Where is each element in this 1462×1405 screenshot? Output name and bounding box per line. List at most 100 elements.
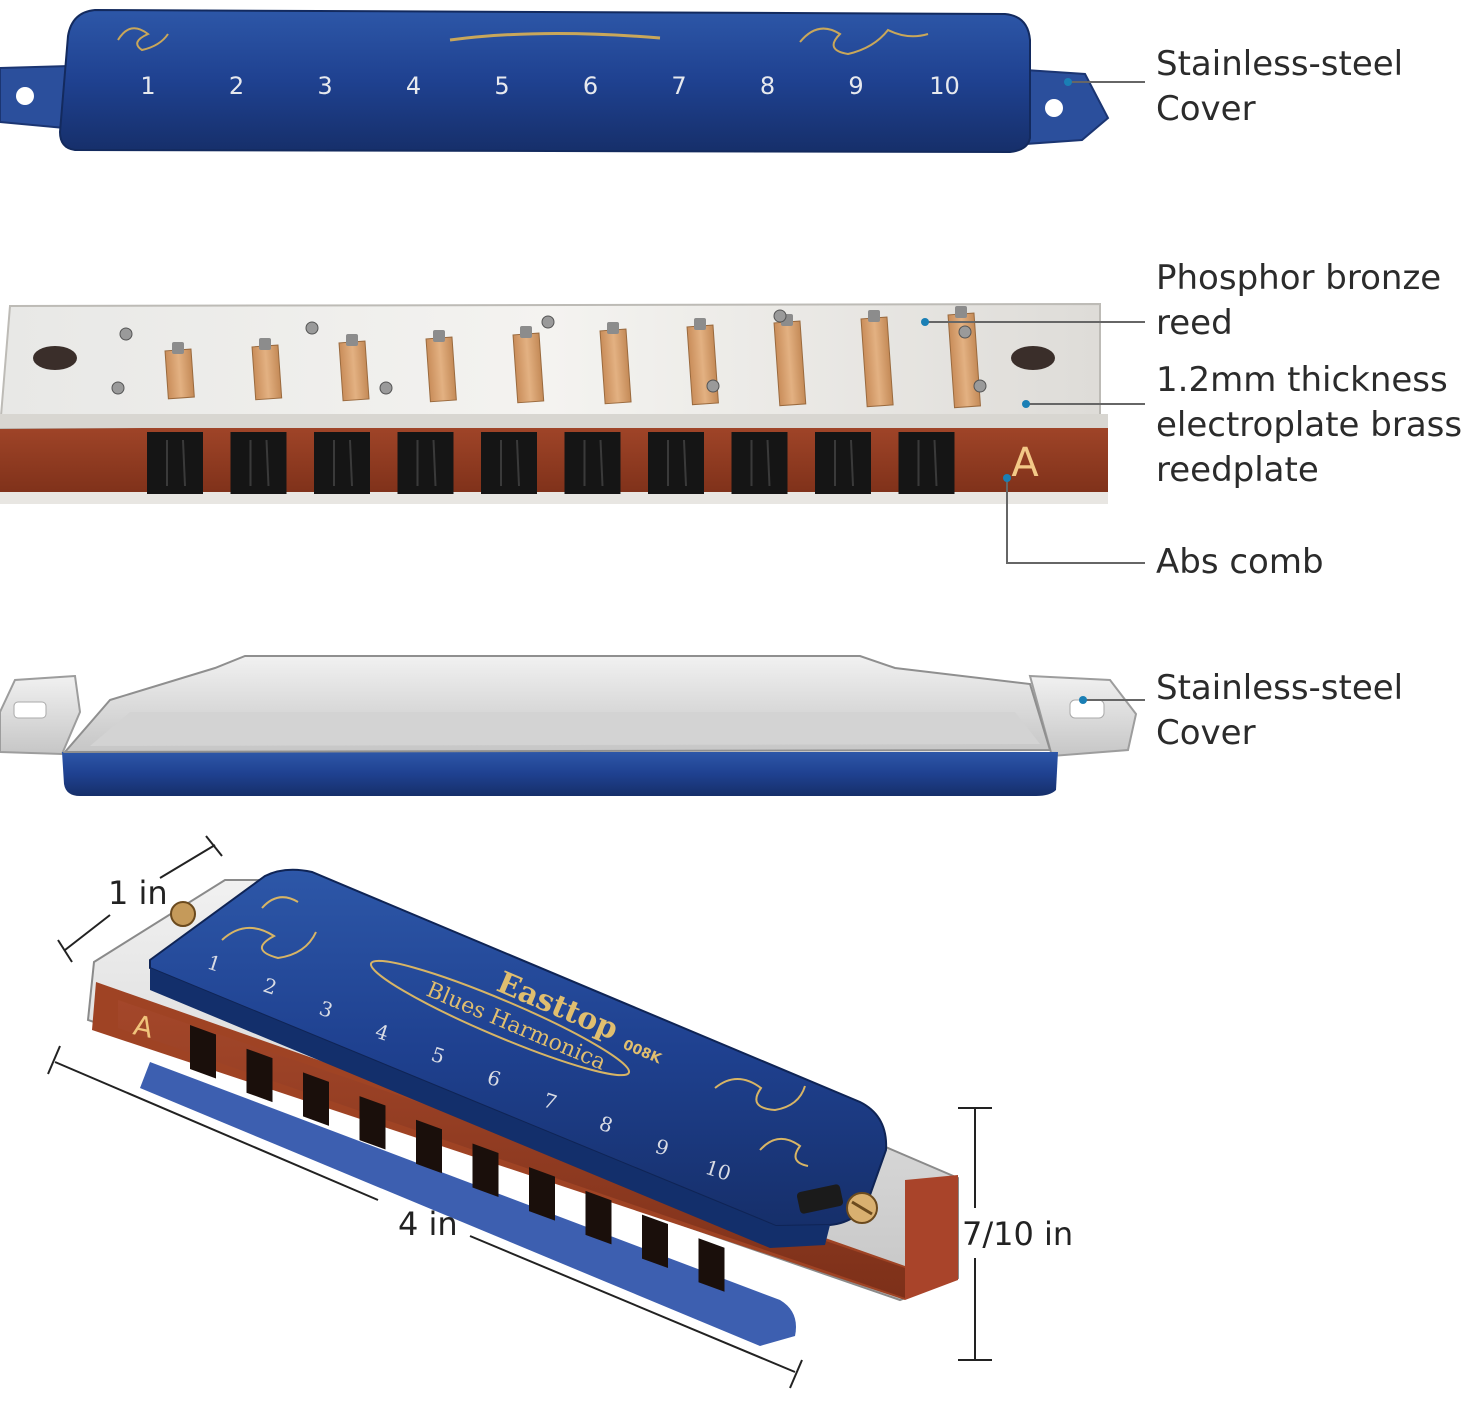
bottom-cover-right-slot [1069,699,1105,719]
reedplate-right-hole [1011,346,1055,370]
assembled-engraving-right [714,1078,809,1167]
reed [599,328,632,405]
plate-rivet [706,379,720,393]
top-cover-left-tab [0,64,72,130]
assembled-bottom-cover [140,1062,796,1346]
reed [773,320,807,407]
comb-key-letter: A [1011,440,1039,486]
callout-comb: Abs comb [1156,540,1324,585]
reedplate-lower-edge [0,492,1108,504]
top-cover-hole-number: 4 [406,72,421,100]
reed-rivet [955,306,967,318]
plate-rivet [119,327,133,341]
reed-rivet [868,310,880,322]
callout-comb-line1: Abs comb [1156,542,1324,582]
comb-hole-divider [583,439,604,487]
assembled-comb-strip [118,1000,905,1298]
comb-hole-divider [667,439,687,487]
assembled-comb-hole [642,1214,668,1269]
top-cover-hole-number: 3 [317,72,332,100]
plate-rivet [111,381,125,395]
reed-assembly: A [0,302,1108,504]
reed-rivet [433,330,445,342]
comb-hole [397,432,454,494]
callout-dot-top-cover [1064,78,1072,86]
plate-rivet [305,321,319,335]
callout-top-cover: Stainless-steel Cover [1156,42,1403,132]
assembled-comb-hole [698,1238,725,1292]
bottom-cover-blue-rim [62,752,1058,796]
comb-hole [147,432,203,494]
depth-dimension-label: 1 in [108,874,168,912]
assembled-harmonica: A Easttop Blues Harmonica 008K 123456789… [86,868,959,1346]
depth-dimension-line-a [64,914,111,951]
reedplate-rivets [111,309,987,395]
assembled-comb-hole [472,1143,499,1197]
plate-rivet [379,381,393,395]
assembled-comb-hole [416,1119,442,1174]
reed-rivet [694,318,706,330]
callout-bottom-cover-line2: Cover [1156,713,1256,753]
leader-comb [1006,478,1145,564]
assembled-center-ornament [369,959,631,1077]
assembled-comb-hole [303,1072,329,1126]
top-cover-engraving-left [117,27,169,52]
bottom-cover-left-slot [13,701,47,719]
callout-top-cover-line1: Stainless-steel [1156,44,1404,84]
length-dimension-line-b [469,1235,796,1373]
callout-top-cover-line2: Cover [1156,89,1256,129]
top-cover-right-screw-hole [1045,99,1063,117]
callout-reedplate-line2: electroplate brass [1156,405,1462,445]
reed [512,332,545,404]
comb-hole-divider [500,439,520,487]
dimension-lines: 1 in 4 in 7/10 in [47,835,1073,1389]
top-cover-hole-number: 10 [929,72,960,100]
comb-hole [564,432,621,494]
comb-holes [147,432,955,494]
comb-hole-divider [249,439,270,487]
callout-reed: Phosphor bronze reed [1156,256,1441,346]
top-cover-body [58,8,1031,154]
length-dimension-tick-b [789,1359,803,1389]
depth-dimension-tick-b [205,835,223,857]
comb-hole [815,432,871,494]
top-cover-engraving-right [799,27,929,56]
comb-hole [230,432,287,494]
depth-dimension-line-b [159,844,216,879]
comb-hole-divider [333,439,353,487]
top-cover-hole-number: 7 [671,72,686,100]
reed [251,344,283,401]
reed-rivet [346,334,358,346]
assembled-comb-holes [190,1024,725,1292]
assembled-right-screw-slot [851,1200,873,1216]
callout-dots [921,78,1087,704]
callout-dot-reedplate [1022,400,1030,408]
top-cover-engraving-center [449,31,661,42]
comb-hole-divider [416,439,437,487]
callout-reedplate-line1: 1.2mm thickness [1156,360,1448,400]
assembled-comb-hole [359,1096,386,1150]
length-dimension-label: 4 in [398,1205,458,1243]
callout-reed-line1: Phosphor bronze [1156,258,1442,298]
length-dimension-line-a [54,1061,379,1201]
callout-dot-comb [1003,474,1011,482]
callout-bottom-cover-line1: Stainless-steel [1156,668,1404,708]
top-cover-hole-number: 1 [140,72,155,100]
reed-rivet [607,322,619,334]
reedplate-left-hole [33,346,77,370]
top-cover-left-screw-hole [16,87,34,105]
assembled-engraving-left [221,896,317,960]
comb-hole [898,432,955,494]
assembled-left-screw [170,901,196,927]
reed-rivet [520,326,532,338]
reed [425,336,457,403]
height-dimension-label: 7/10 in [962,1215,1073,1253]
callout-leader-lines [925,81,1145,701]
callout-reedplate-line3: reedplate [1156,450,1319,490]
plate-rivet [958,325,972,339]
reed [860,316,894,408]
